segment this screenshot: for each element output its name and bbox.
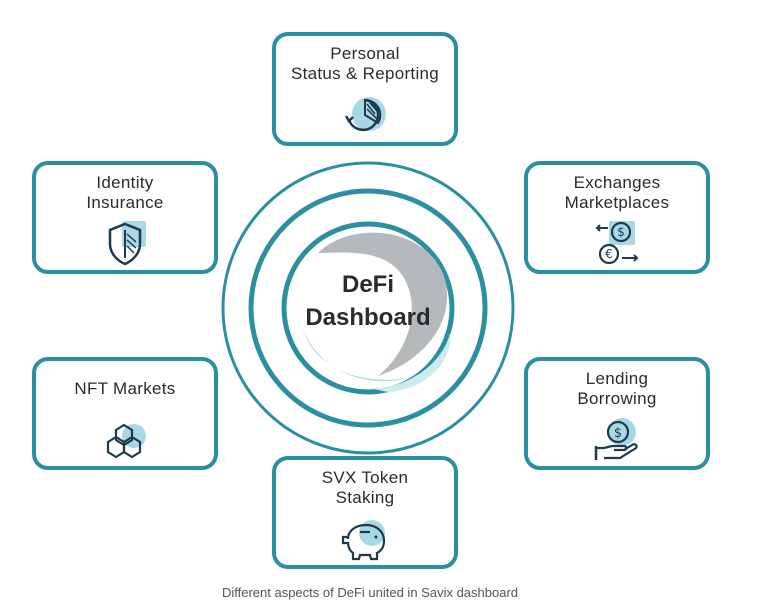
- hand-coin-icon: $: [594, 418, 638, 460]
- card-identity-insurance: Identity Insurance: [32, 161, 218, 274]
- card-lending-borrowing-label: Lending Borrowing: [577, 369, 657, 408]
- card-svx-token-staking-label: SVX Token Staking: [321, 468, 409, 507]
- card-personal-status-label: Personal Status & Reporting: [290, 44, 440, 83]
- card-nft-markets-label: NFT Markets: [74, 379, 176, 398]
- svg-text:€: €: [605, 247, 613, 261]
- card-exchanges-marketplaces: Exchanges Marketplaces $ €: [524, 161, 710, 274]
- pie-chart-refresh-icon: [344, 97, 386, 132]
- card-exchanges-marketplaces-label: Exchanges Marketplaces: [564, 173, 670, 212]
- svg-text:$: $: [614, 426, 622, 441]
- card-lending-borrowing: Lending Borrowing $: [524, 357, 710, 470]
- center-title-line2: Dashboard: [305, 304, 431, 331]
- card-personal-status: Personal Status & Reporting: [272, 32, 458, 146]
- hexagon-cubes-icon: [106, 423, 146, 459]
- svg-text:$: $: [617, 225, 625, 239]
- figure-caption: Different aspects of DeFi united in Savi…: [221, 585, 519, 600]
- card-identity-insurance-label: Identity Insurance: [86, 173, 164, 212]
- currency-exchange-icon: $ €: [595, 221, 639, 265]
- piggy-bank-icon: [341, 520, 386, 561]
- card-svx-token-staking: SVX Token Staking: [272, 456, 458, 569]
- card-nft-markets: NFT Markets: [32, 357, 218, 470]
- center-title-line1: DeFi: [341, 271, 394, 298]
- center-hub: [221, 161, 515, 455]
- shield-icon: [108, 221, 146, 266]
